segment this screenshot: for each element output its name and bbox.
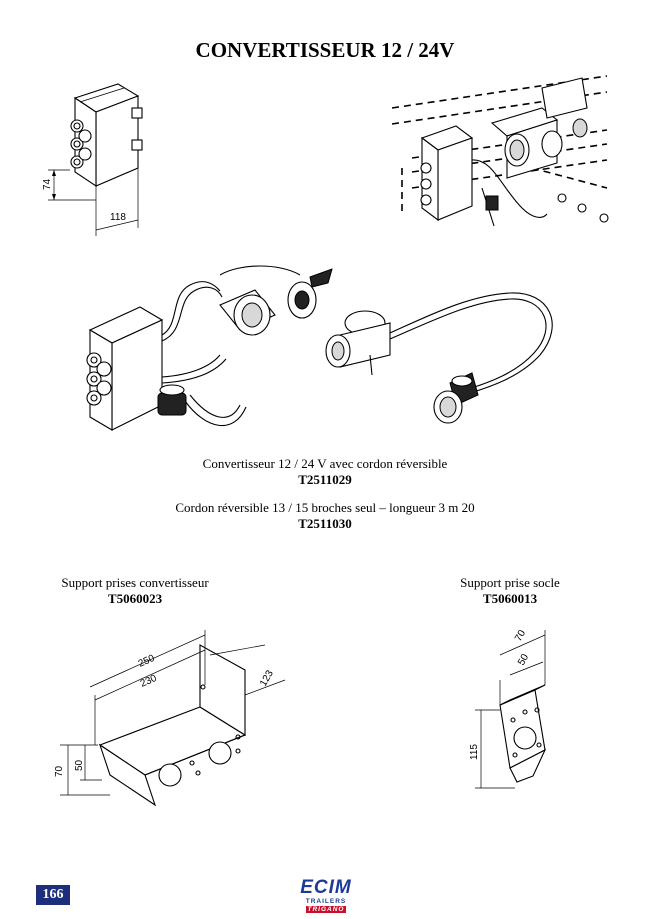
support-socket-code: T5060013: [482, 591, 538, 606]
dim-70-label: 70: [54, 765, 65, 777]
converter-mounting-drawing: [391, 75, 609, 227]
product-main-code: T2511029: [298, 472, 352, 487]
product-cord-description: Cordon réversible 13 / 15 broches seul –…: [175, 500, 475, 515]
logo-sub-left: TRAILERS: [305, 898, 347, 905]
converter-height-label: 74: [42, 178, 53, 190]
support-socket-drawing: 70 50 115: [469, 628, 547, 789]
page-title: CONVERTISSEUR 12 / 24V: [195, 38, 455, 62]
page-number: 166: [36, 885, 70, 905]
support-socket-caption: Support prise socle T5060013: [430, 575, 590, 607]
logo-sub-right: TRIGANO: [305, 906, 347, 913]
support-converter-drawing: 250 230 123 70 50: [54, 630, 286, 807]
support-converter-caption: Support prises convertisseur T5060023: [40, 575, 230, 607]
converter-dimension-drawing: 74 118: [42, 83, 143, 236]
converter-kit-drawing: [86, 265, 553, 431]
dim-socket-115-label: 115: [469, 744, 480, 760]
dim-50-label: 50: [74, 759, 85, 771]
dim-250-label: 250: [137, 653, 157, 670]
support-converter-label: Support prises convertisseur: [61, 575, 209, 590]
product-cord-caption: Cordon réversible 13 / 15 broches seul –…: [0, 500, 650, 532]
support-converter-code: T5060023: [107, 591, 163, 606]
product-main-description: Convertisseur 12 / 24 V avec cordon réve…: [202, 456, 448, 471]
logo-sub-text: TRAILERS TRIGANO: [285, 898, 367, 914]
dim-socket-50-label: 50: [516, 652, 531, 668]
product-cord-code: T2511030: [298, 516, 352, 531]
ecim-logo: ECIM TRAILERS TRIGANO: [285, 877, 367, 913]
dim-socket-70-label: 70: [513, 628, 528, 644]
converter-width-label: 118: [110, 212, 126, 223]
product-main-caption: Convertisseur 12 / 24 V avec cordon réve…: [0, 456, 650, 488]
logo-main-text: ECIM: [300, 877, 352, 898]
dim-123-label: 123: [258, 668, 276, 688]
support-socket-label: Support prise socle: [460, 575, 560, 590]
dim-230-label: 230: [139, 673, 159, 690]
